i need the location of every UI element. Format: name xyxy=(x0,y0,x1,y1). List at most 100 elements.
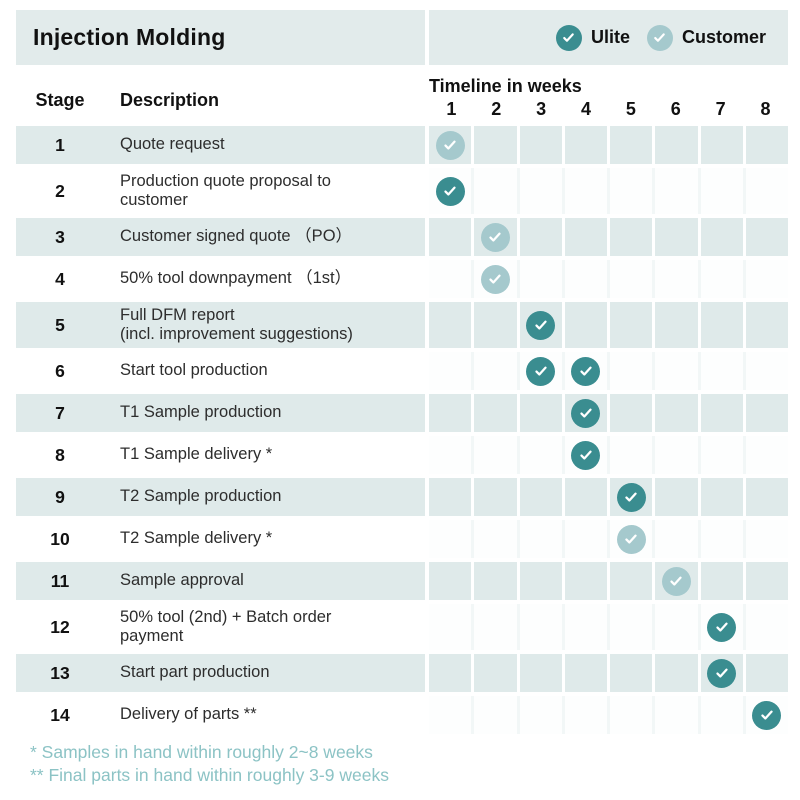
week-cell-2 xyxy=(471,168,517,214)
check-icon xyxy=(580,366,592,376)
ulite-check-icon xyxy=(707,612,737,642)
timeline-grid xyxy=(429,604,788,650)
week-cell-4 xyxy=(561,302,607,348)
customer-check-icon xyxy=(661,566,691,596)
week-cell-6 xyxy=(652,654,698,692)
week-cell-5 xyxy=(607,654,653,692)
stage-row-14: 14 Delivery of parts ** xyxy=(16,696,788,734)
stage-description: Full DFM report (incl. improvement sugge… xyxy=(120,305,353,343)
week-cell-4 xyxy=(561,520,607,558)
timeline-grid xyxy=(429,302,788,348)
legend-item-ulite: Ulite xyxy=(555,24,630,51)
week-cell-3 xyxy=(516,696,562,734)
check-icon xyxy=(444,140,456,150)
week-cell-4 xyxy=(561,260,607,298)
week-header-5: 5 xyxy=(625,99,636,119)
week-cell-8 xyxy=(742,168,788,214)
week-cell-1 xyxy=(429,520,472,558)
stage-number: 11 xyxy=(50,570,70,591)
week-cell-2 xyxy=(471,218,517,256)
stage-description: Start part production xyxy=(120,663,270,682)
week-cell-6 xyxy=(652,126,698,164)
week-cell-1 xyxy=(429,394,472,432)
week-cell-7 xyxy=(697,696,743,734)
check-icon xyxy=(715,622,728,632)
week-header-8: 8 xyxy=(760,99,771,119)
week-cell-6 xyxy=(652,436,698,474)
week-header-2: 2 xyxy=(491,99,502,119)
stage-description: Delivery of parts ** xyxy=(120,705,257,724)
stage-number: 4 xyxy=(55,268,65,289)
stage-number: 6 xyxy=(55,360,65,381)
week-header-4: 4 xyxy=(581,99,592,119)
legend-label-customer: Customer xyxy=(681,27,766,47)
stage-description: Production quote proposal to customer xyxy=(120,171,331,209)
week-cell-2 xyxy=(471,394,517,432)
week-cell-6 xyxy=(652,352,698,390)
week-cell-5 xyxy=(607,168,653,214)
week-cell-4 xyxy=(561,352,607,390)
week-cell-3 xyxy=(516,218,562,256)
week-cell-6 xyxy=(652,168,698,214)
customer-check-icon xyxy=(646,24,673,51)
week-cell-8 xyxy=(742,260,788,298)
week-cell-4 xyxy=(561,436,607,474)
page-title: Injection Molding xyxy=(33,24,226,50)
stage-description: Sample approval xyxy=(120,571,244,590)
week-cell-5 xyxy=(607,604,653,650)
week-cell-1 xyxy=(429,126,472,164)
week-cell-3 xyxy=(516,520,562,558)
legend-label-ulite: Ulite xyxy=(590,27,630,47)
stage-number: 14 xyxy=(50,704,70,725)
week-cell-1 xyxy=(429,654,472,692)
week-cell-6 xyxy=(652,604,698,650)
week-cell-4 xyxy=(561,394,607,432)
week-cell-6 xyxy=(652,696,698,734)
timeline-grid xyxy=(429,218,788,256)
ulite-check-icon xyxy=(571,356,601,386)
week-cell-1 xyxy=(429,352,472,390)
check-icon xyxy=(489,274,502,284)
check-icon xyxy=(625,534,637,544)
week-cell-3 xyxy=(516,352,562,390)
week-cell-6 xyxy=(652,218,698,256)
week-cell-7 xyxy=(697,260,743,298)
week-cell-1 xyxy=(429,302,472,348)
stage-row-5-left: 5 Full DFM report (incl. improvement sugg… xyxy=(16,302,425,348)
week-cell-8 xyxy=(742,654,788,692)
stage-number: 5 xyxy=(55,314,65,335)
week-header-3: 3 xyxy=(536,99,547,119)
week-cell-8 xyxy=(742,478,788,516)
week-cell-6 xyxy=(652,302,698,348)
timeline-grid xyxy=(429,352,788,390)
check-icon xyxy=(654,33,666,42)
stage-number: 13 xyxy=(50,662,70,683)
week-cell-6 xyxy=(652,394,698,432)
week-cell-2 xyxy=(471,260,517,298)
week-cell-8 xyxy=(742,604,788,650)
week-cell-5 xyxy=(607,302,653,348)
week-cell-5 xyxy=(607,126,653,164)
stage-number: 3 xyxy=(55,226,65,247)
customer-check-icon xyxy=(616,524,646,554)
week-cell-5 xyxy=(607,520,653,558)
stage-row-11-left: 11 Sample approval xyxy=(16,562,425,600)
customer-check-icon xyxy=(480,264,510,294)
week-cell-2 xyxy=(471,302,517,348)
stage-number: 8 xyxy=(55,444,65,465)
week-cell-7 xyxy=(697,520,743,558)
check-icon xyxy=(580,450,592,460)
